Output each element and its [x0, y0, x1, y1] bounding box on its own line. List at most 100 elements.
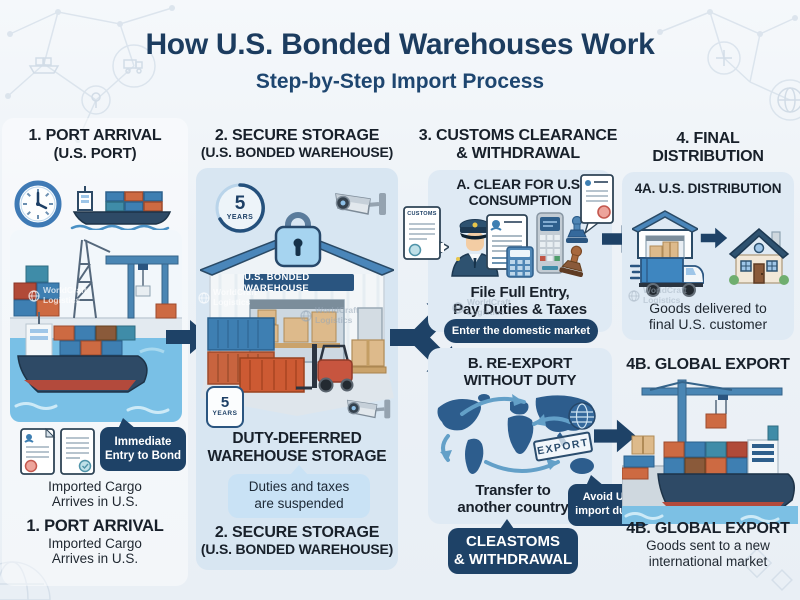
warehouse-illustration — [200, 212, 394, 416]
step1-footer-caption2: Arrives in U.S. — [51, 551, 139, 567]
clock-icon — [14, 180, 62, 228]
step3-footer-line1: CLEASTOMS — [466, 533, 560, 550]
step2-label-line2: WAREHOUSE STORAGE — [207, 447, 387, 465]
step4a-caption-line1: Goods delivered to — [649, 300, 767, 316]
step2-heading-line2: (U.S. BONDED WAREHOUSE) — [200, 144, 394, 161]
calculator-icon — [506, 246, 534, 278]
step1-caption-line2: Arrives in U.S. — [51, 494, 139, 510]
step2-label-line1: DUTY-DEFERRED — [232, 430, 362, 447]
step2-storage-label: DUTY-DEFERRED WAREHOUSE STORAGE — [196, 430, 398, 465]
step4b-footer-heading: 4B. GLOBAL EXPORT — [626, 520, 790, 537]
step3b-caption-line2: another country — [457, 499, 569, 517]
step2-footer-line2: (U.S. BONDED WAREHOUSE) — [200, 541, 394, 558]
network-decoration-top-right — [657, 9, 800, 121]
arrow-warehouse-to-house — [700, 227, 728, 249]
domestic-market-pill: Enter the domestic market — [444, 319, 598, 343]
subtitle-text: Step-by-Step Import Process — [255, 70, 545, 93]
warehouse-sign-text: U.S. BONDED WAREHOUSE — [244, 271, 310, 294]
duties-suspended-line2: are suspended — [254, 496, 344, 511]
step2-footer: 2. SECURE STORAGE (U.S. BONDED WAREHOUSE… — [192, 524, 402, 558]
export-ship-illustration — [622, 379, 798, 524]
step4b-caption-line1: Goods sent to a new — [646, 538, 770, 554]
step4b-caption-line2: international market — [648, 553, 768, 569]
arrow-step3b-to-step4b — [594, 419, 636, 453]
step2-footer-line1: 2. SECURE STORAGE — [214, 524, 380, 541]
entry-to-bond-bubble: Immediate Entry to Bond — [100, 418, 186, 471]
step1-footer: 1. PORT ARRIVAL Imported Cargo Arrives i… — [0, 517, 190, 567]
step2-heading-line1: 2. SECURE STORAGE — [214, 127, 380, 144]
step4-heading: 4. FINAL DISTRIBUTION — [620, 130, 796, 166]
five-years-small-badge: 5 YEARS — [206, 386, 244, 428]
step1-footer-heading: 1. PORT ARRIVAL — [26, 517, 164, 535]
step3b-caption-line1: Transfer to — [475, 482, 551, 499]
globe-icon — [568, 402, 596, 430]
lattice-crane-icon — [73, 239, 111, 319]
watermark-line2: Logistics — [315, 314, 353, 325]
five-years-number: 5 — [234, 192, 246, 214]
step4b-footer: 4B. GLOBAL EXPORT Goods sent to a new in… — [616, 520, 800, 569]
step3a-heading-line2: CONSUMPTION — [468, 191, 572, 208]
gantry-crane-icon — [105, 255, 179, 319]
bond-document-icon — [60, 428, 95, 475]
five-years-badge: 5 YEARS — [214, 182, 266, 234]
watermark-line2: Logistics — [213, 296, 251, 307]
customs-document-label: CUSTOMS — [407, 211, 437, 217]
step3-footer-box: CLEASTOMS & WITHDRAWAL — [448, 519, 578, 574]
step1-heading-line1: 1. PORT ARRIVAL — [28, 127, 162, 144]
padlock-icon — [274, 212, 322, 268]
step4b-heading: 4B. GLOBAL EXPORT — [620, 356, 796, 374]
domestic-market-pill-text: Enter the domestic market — [451, 325, 591, 337]
globe-decoration-bottom-left — [0, 561, 51, 600]
five-years-ring — [215, 183, 265, 233]
five-years-small-number: 5 — [220, 394, 230, 412]
step3a-heading: A. CLEAR FOR U.S. CONSUMPTION — [436, 176, 604, 209]
step3b-caption: Transfer to another country — [428, 482, 598, 516]
step3-heading-line2: & WITHDRAWAL — [456, 145, 580, 163]
stamp-icon-brown — [559, 245, 584, 277]
world-map-illustration — [437, 394, 596, 474]
step3a-caption-line2: Pay Duties & Taxes — [453, 301, 587, 319]
step3-heading: 3. CUSTOMS CLEARANCE & WITHDRAWAL — [412, 127, 624, 163]
cargo-ship-icon — [70, 186, 172, 230]
step1-heading-line2: (U.S. PORT) — [53, 145, 137, 163]
page-title: How U.S. Bonded Warehouses Work — [0, 28, 800, 62]
step4a-heading-text: 4A. U.S. DISTRIBUTION — [634, 181, 782, 196]
watermark-line1: WorldCraft — [213, 287, 257, 297]
watermark-line1: WorldCraft — [467, 297, 511, 307]
step1-caption: Imported Cargo Arrives in U.S. — [0, 479, 190, 510]
watermark-line1: WorldCraft — [43, 285, 87, 295]
duties-suspended-bubble: Duties and taxes are suspended — [228, 465, 370, 518]
payment-terminal-icon — [536, 212, 564, 274]
duties-suspended-line1: Duties and taxes — [248, 479, 350, 495]
entry-to-bond-line1: Immediate — [114, 435, 172, 448]
port-illustration — [10, 230, 182, 422]
sealed-document-icon — [580, 174, 614, 234]
step1-heading: 1. PORT ARRIVAL (U.S. PORT) — [0, 127, 190, 162]
security-camera-icon-2 — [346, 399, 391, 419]
watermark-line1: WorldCraft — [315, 305, 359, 315]
step3a-heading-line1: A. CLEAR FOR U.S. — [456, 176, 584, 192]
five-years-small-unit: YEARS — [212, 410, 238, 418]
watermark-line2: Logistics — [467, 306, 505, 317]
step4-heading-line1: 4. FINAL — [676, 130, 740, 147]
step4a-heading: 4A. U.S. DISTRIBUTION — [622, 181, 794, 196]
watermark-line2: Logistics — [43, 294, 81, 305]
step3-footer-line2: & WITHDRAWAL — [453, 551, 573, 568]
warehouse-icon — [632, 210, 698, 259]
security-camera-icon — [335, 193, 386, 215]
step4a-caption: Goods delivered to final U.S. customer — [622, 300, 794, 333]
stamp-icon-blue — [566, 216, 588, 243]
step1-footer-caption1: Imported Cargo — [48, 535, 142, 551]
step4b-heading-text: 4B. GLOBAL EXPORT — [626, 356, 790, 373]
export-stamp-text: EXPORT — [536, 436, 590, 457]
forklift-icon — [296, 344, 354, 393]
step3-heading-line1: 3. CUSTOMS CLEARANCE — [418, 127, 618, 144]
delivery-truck-icon — [630, 257, 704, 297]
customs-document-icon: CUSTOMS — [403, 206, 451, 264]
